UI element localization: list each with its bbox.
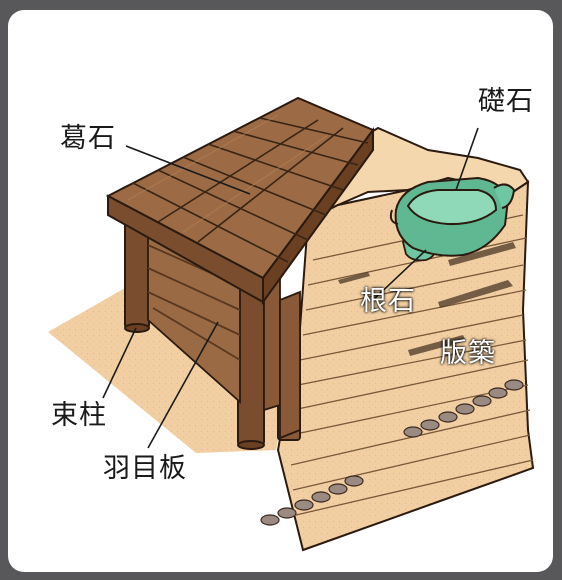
top-boards xyxy=(105,96,375,306)
label-hamebita: 羽目板 xyxy=(103,453,187,484)
pebble-row-lower xyxy=(260,475,364,526)
platform-cross-section-diagram xyxy=(48,96,535,552)
label-kazuraishi: 葛石 xyxy=(60,123,116,154)
leader-lines xyxy=(102,127,479,449)
label-hanchiku: 版築 xyxy=(440,338,496,369)
diagram-card: 葛石 礎石 根石 版築 束柱 羽目板 xyxy=(8,10,553,572)
label-foundation-stone: 根石 xyxy=(360,286,416,317)
label-basement-stone: 礎石 xyxy=(478,86,534,117)
basement-stone xyxy=(389,176,516,257)
dark-streaks xyxy=(338,242,516,356)
pebble-row-upper xyxy=(403,379,524,438)
label-tsukabashira: 束柱 xyxy=(51,400,107,431)
